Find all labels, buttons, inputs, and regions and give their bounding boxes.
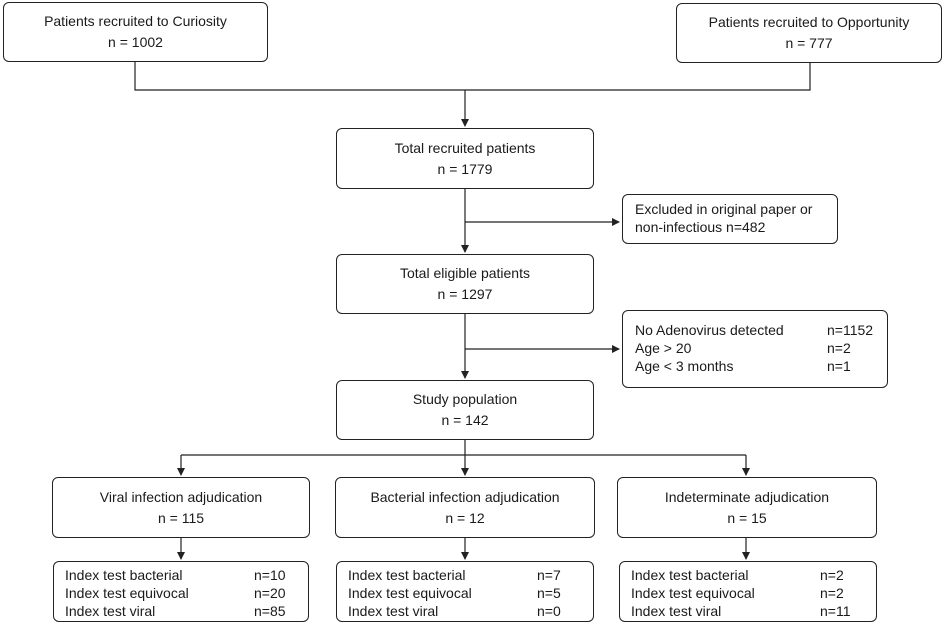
exclusion-label: Age > 20 [635, 340, 692, 356]
viral-title: Viral infection adjudication [99, 488, 263, 505]
index-test-row: Index test bacterial n=2 [631, 566, 876, 584]
index-test-row: Index test bacterial n=10 [65, 566, 308, 584]
index-test-label: Index test equivocal [631, 585, 755, 601]
viral-adjudication-box: Viral infection adjudication n = 115 [52, 477, 310, 538]
curiosity-title: Patients recruited to Curiosity [44, 13, 227, 29]
total-eligible-box: Total eligible patients n = 1297 [336, 254, 594, 314]
index-test-value: n=7 [537, 567, 561, 583]
exclusion-row: No Adenovirus detected n=1152 [635, 321, 887, 339]
exclusion-value: n=2 [827, 340, 851, 356]
index-test-value: n=11 [820, 603, 851, 619]
opportunity-title: Patients recruited to Opportunity [708, 14, 910, 30]
exclusion-value: n=1 [827, 358, 851, 374]
total-eligible-title: Total eligible patients [400, 265, 530, 281]
bacterial-count: n = 12 [445, 509, 485, 526]
curiosity-box: Patients recruited to Curiosity n = 1002 [3, 2, 268, 62]
index-test-value: n=5 [537, 585, 561, 601]
indeterminate-adjudication-box: Indeterminate adjudication n = 15 [617, 477, 877, 538]
indeterminate-count: n = 15 [727, 509, 767, 526]
index-test-value: n=10 [254, 567, 286, 583]
index-test-label: Index test viral [65, 603, 156, 619]
exclusion-label: No Adenovirus detected [635, 322, 784, 338]
viral-count: n = 115 [157, 509, 205, 526]
index-test-label: Index test bacterial [348, 567, 466, 583]
total-recruited-title: Total recruited patients [394, 139, 536, 156]
exclusion-row: Age > 20 n=2 [635, 339, 887, 357]
index-test-row: Index test bacterial n=7 [348, 566, 593, 584]
index-test-label: Index test bacterial [65, 567, 183, 583]
exclusions-box: No Adenovirus detected n=1152 Age > 20 n… [622, 310, 888, 388]
excluded-original-line2: non-infectious n=482 [635, 219, 766, 235]
index-test-row: Index test viral n=85 [65, 602, 308, 620]
study-population-title: Study population [412, 391, 518, 407]
total-recruited-box: Total recruited patients n = 1779 [336, 128, 594, 189]
indeterminate-title: Indeterminate adjudication [664, 488, 830, 505]
indeterminate-index-tests-box: Index test bacterial n=2 Index test equi… [619, 561, 877, 622]
index-test-row: Index test equivocal n=20 [65, 584, 308, 602]
bacterial-index-tests-box: Index test bacterial n=7 Index test equi… [336, 561, 594, 622]
bacterial-adjudication-box: Bacterial infection adjudication n = 12 [335, 477, 595, 538]
study-population-count: n = 142 [441, 412, 489, 428]
index-test-row: Index test equivocal n=2 [631, 584, 876, 602]
exclusion-value: n=1152 [827, 322, 874, 338]
index-test-label: Index test equivocal [348, 585, 472, 601]
curiosity-count: n = 1002 [108, 34, 163, 50]
index-test-value: n=85 [254, 603, 286, 619]
index-test-value: n=0 [537, 603, 561, 619]
opportunity-count: n = 777 [785, 35, 833, 51]
exclusion-label: Age < 3 months [635, 358, 734, 374]
opportunity-box: Patients recruited to Opportunity n = 77… [676, 3, 942, 63]
study-population-box: Study population n = 142 [336, 380, 594, 440]
index-test-label: Index test equivocal [65, 585, 189, 601]
excluded-original-line1: Excluded in original paper or [635, 201, 813, 217]
index-test-row: Index test viral n=0 [348, 602, 593, 620]
connector-recruitment-merge [134, 62, 811, 91]
total-recruited-count: n = 1779 [437, 160, 493, 177]
index-test-value: n=20 [254, 585, 286, 601]
index-test-label: Index test viral [348, 603, 439, 619]
index-test-value: n=2 [820, 585, 844, 601]
excluded-original-box: Excluded in original paper or non-infect… [622, 194, 838, 244]
total-eligible-count: n = 1297 [437, 286, 493, 302]
viral-index-tests-box: Index test bacterial n=10 Index test equ… [53, 561, 309, 622]
exclusion-row: Age < 3 months n=1 [635, 357, 887, 375]
index-test-label: Index test bacterial [631, 567, 749, 583]
index-test-row: Index test equivocal n=5 [348, 584, 593, 602]
index-test-row: Index test viral n=11 [631, 602, 876, 620]
bacterial-title: Bacterial infection adjudication [370, 488, 560, 505]
index-test-label: Index test viral [631, 603, 722, 619]
index-test-value: n=2 [820, 567, 844, 583]
